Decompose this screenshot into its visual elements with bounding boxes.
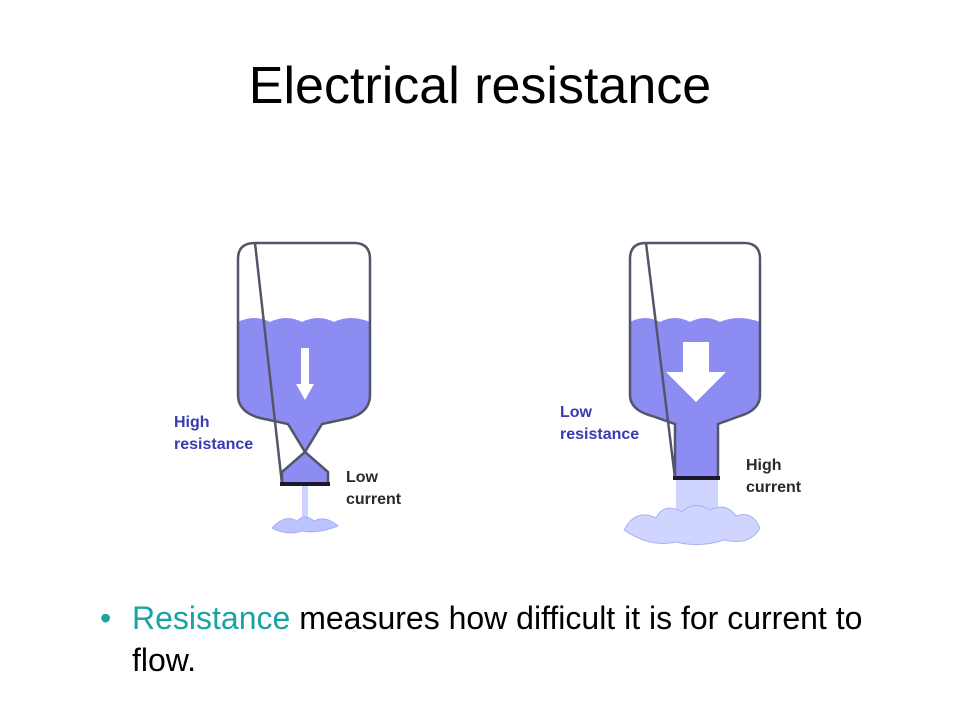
right-neck-label-line2: resistance	[560, 426, 639, 443]
left-flow-label-line2: current	[346, 491, 402, 508]
left-flow-arrow	[296, 348, 314, 400]
bullet-body: measures how difficult it is for current…	[132, 600, 863, 678]
left-neck-label-line2: resistance	[174, 436, 253, 453]
slide-title: Electrical resistance	[248, 57, 712, 115]
left-nozzle	[280, 482, 330, 486]
left-bottle-outline	[236, 241, 372, 485]
right-flow-arrow	[666, 342, 726, 402]
right-nozzle	[673, 476, 720, 480]
right-bottle	[623, 241, 762, 546]
left-splash	[271, 516, 339, 534]
right-flow-label-line1: High	[746, 457, 782, 474]
water-flow-diagram: High resistance Low current Low resistan…	[174, 241, 802, 546]
left-stream	[302, 486, 308, 518]
left-water	[238, 318, 370, 484]
left-neck-label-line1: High	[174, 414, 210, 431]
right-flow-label-line2: current	[746, 479, 802, 496]
right-splash	[623, 505, 761, 546]
bullet-item: Resistance measures how difficult it is …	[132, 597, 922, 681]
right-bottle-outline	[628, 241, 762, 479]
left-bottle	[236, 241, 372, 534]
left-flow-label-line1: Low	[346, 469, 379, 486]
bullet-keyword: Resistance	[132, 600, 291, 636]
bullet-marker: •	[100, 600, 112, 636]
right-neck-label-line1: Low	[560, 404, 593, 421]
